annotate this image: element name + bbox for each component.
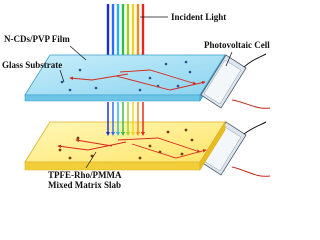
incident-light-label: Incident Light xyxy=(171,12,226,22)
scatter-arrow-icon xyxy=(75,138,113,147)
matrix-slab-front xyxy=(24,161,201,171)
particle-dot-icon xyxy=(94,86,98,90)
matrix-slab xyxy=(24,120,226,172)
particle-dot-icon xyxy=(164,62,168,66)
particle-dot-icon xyxy=(180,152,184,156)
wire-icon xyxy=(243,53,267,68)
diagram: Incident Light N-CDs/PVP Film Photovolta… xyxy=(2,4,271,189)
particle-dot-icon xyxy=(68,156,72,160)
wire-icon xyxy=(231,166,271,177)
photovoltaic-cell-top xyxy=(200,54,247,109)
particle-dot-icon xyxy=(138,88,142,92)
glass-substrate-label: Glass Substrate xyxy=(2,60,62,70)
particles xyxy=(58,60,194,160)
light-ray-icon xyxy=(116,132,120,136)
particle-dot-icon xyxy=(148,76,152,80)
particle-dot-icon xyxy=(68,88,72,92)
film-slab-front xyxy=(24,94,201,102)
scatter-arrows xyxy=(57,69,207,159)
scatter-arrow-icon xyxy=(115,75,206,91)
film-label: N-CDs/PVP Film xyxy=(4,34,70,44)
transmitted-light-rays xyxy=(106,102,145,136)
light-ray-icon xyxy=(141,132,145,136)
light-ray-icon xyxy=(126,132,130,136)
particle-dot-icon xyxy=(184,60,188,64)
particle-dot-icon xyxy=(190,138,194,142)
light-ray-icon xyxy=(106,132,110,136)
pv-cell-top-inner xyxy=(203,59,242,105)
light-ray-icon xyxy=(131,132,135,136)
particle-dot-icon xyxy=(184,128,188,132)
wire-icon xyxy=(243,121,267,135)
light-ray-icon xyxy=(136,132,140,136)
particle-dot-icon xyxy=(176,84,180,88)
matrix-slab-pointer xyxy=(85,151,97,169)
scatter-arrow-icon xyxy=(119,69,197,85)
glass-substrate-pointer xyxy=(59,69,65,83)
film-pointer xyxy=(69,45,87,61)
scatter-arrow-icon xyxy=(131,143,207,159)
wires xyxy=(231,53,271,177)
label-pointers xyxy=(59,16,233,169)
particle-dot-icon xyxy=(148,144,152,148)
particle-dot-icon xyxy=(78,68,82,72)
scatter-arrow-icon xyxy=(57,141,127,151)
matrix-slab-label-line1: TPFE-Rho/PMMA xyxy=(48,170,122,180)
particle-dot-icon xyxy=(60,80,64,84)
particle-dot-icon xyxy=(138,156,142,160)
particle-dot-icon xyxy=(76,136,80,140)
wire-icon xyxy=(231,99,271,109)
light-ray-icon xyxy=(111,132,115,136)
photovoltaic-cell-label: Photovoltaic Cell xyxy=(204,40,270,50)
matrix-slab-side xyxy=(199,120,226,172)
particle-dot-icon xyxy=(188,70,192,74)
matrix-slab-label-line2: Mixed Matrix Slab xyxy=(48,180,121,189)
scatter-arrow-icon xyxy=(117,137,201,153)
pv-cell-pointer xyxy=(225,51,233,67)
particle-dot-icon xyxy=(166,130,170,134)
light-ray-icon xyxy=(121,132,125,136)
particle-dot-icon xyxy=(58,148,62,152)
diagram-canvas: Incident Light N-CDs/PVP Film Photovolta… xyxy=(2,4,271,189)
